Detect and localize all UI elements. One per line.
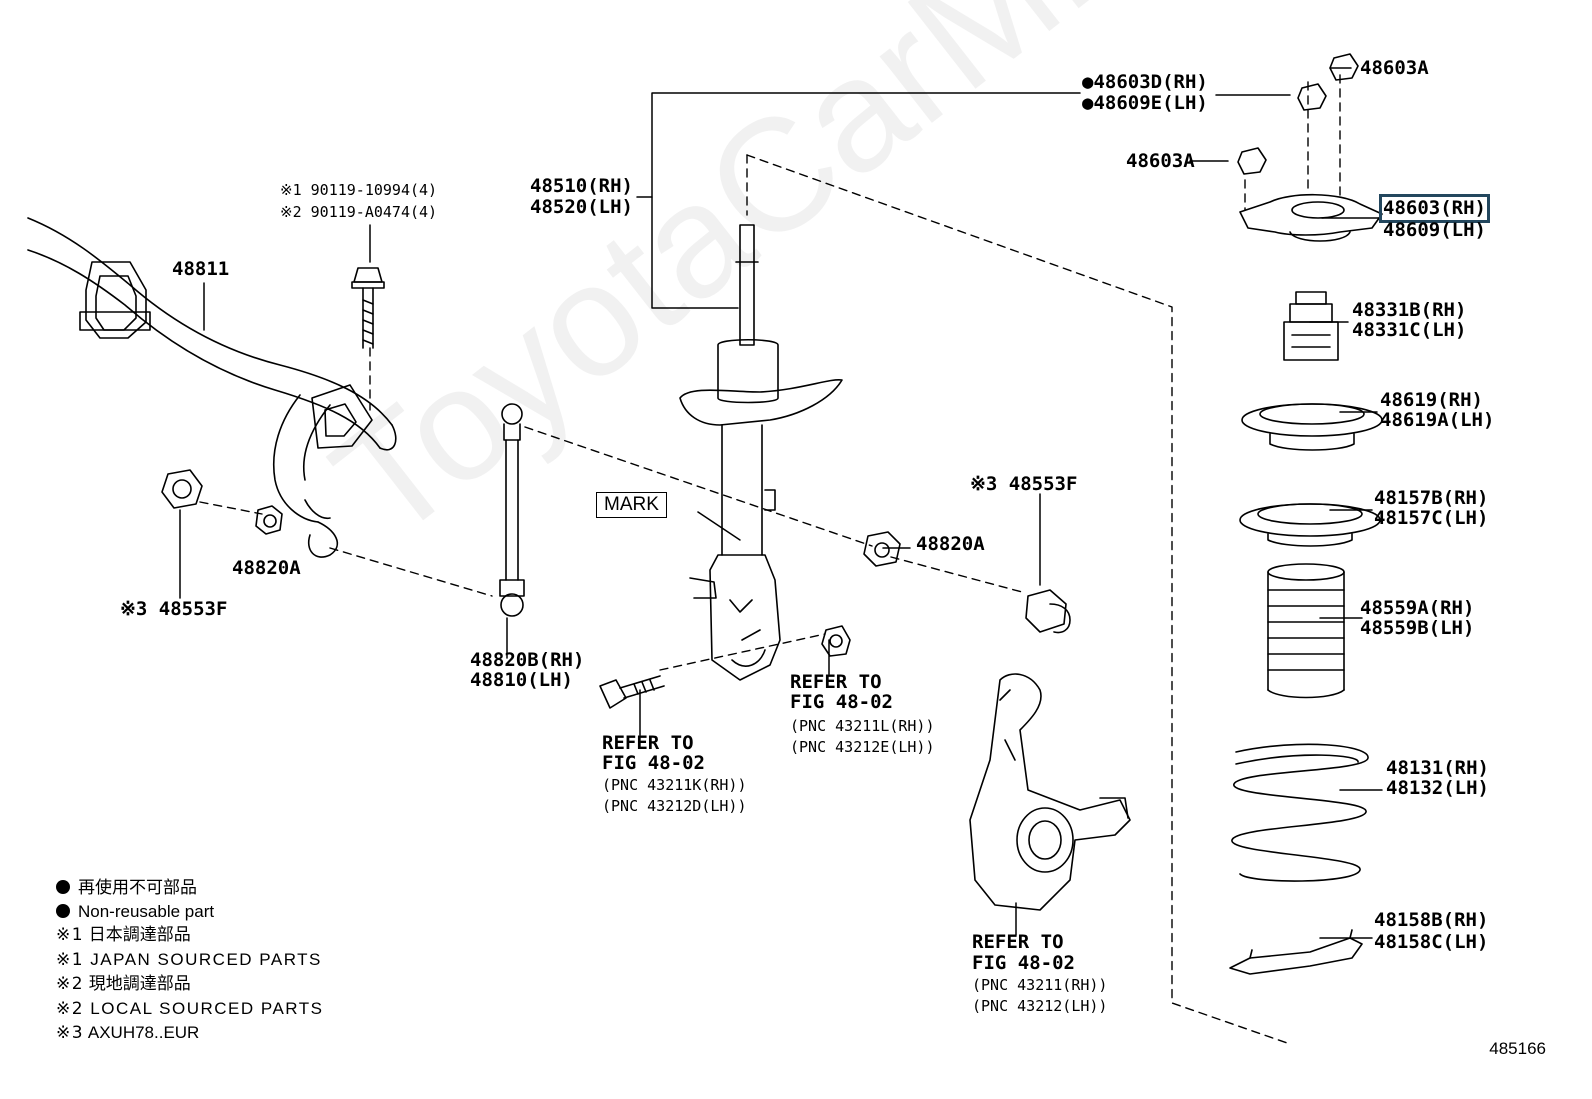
- part-48559B[interactable]: 48559B(LH): [1360, 617, 1475, 639]
- part-48820A-left[interactable]: 48820A: [232, 557, 301, 579]
- part-48619A[interactable]: 48619A(LH): [1380, 409, 1495, 431]
- part-48609E[interactable]: ●48609E(LH): [1082, 92, 1208, 114]
- part-48619[interactable]: 48619(RH): [1380, 389, 1483, 411]
- part-48131[interactable]: 48131(RH): [1386, 757, 1489, 779]
- legend-row-6: ※2 LOCAL SOURCED PARTS: [56, 998, 324, 1019]
- lower-bolt-icon: [599, 625, 851, 709]
- bushing-right-icon: [863, 531, 901, 567]
- part-48603A-left[interactable]: 48603A: [1126, 150, 1195, 172]
- legend-row-3: ※1 日本調達部品: [56, 925, 191, 945]
- knuckle-icon: [969, 673, 1131, 911]
- ref-nut-line-1: REFER TO: [790, 671, 882, 693]
- part-48820A-right[interactable]: 48820A: [916, 533, 985, 555]
- legend-row-7: ※3 AXUH78..EUR: [56, 1023, 200, 1043]
- bullet-icon: [56, 880, 70, 894]
- bound-stopper-icon: [1283, 291, 1339, 361]
- ref-bolt-line-2: FIG 48-02: [602, 752, 705, 774]
- part-48157B[interactable]: 48157B(RH): [1374, 487, 1489, 509]
- ref-bolt-line-3: (PNC 43211K(RH)): [602, 776, 747, 794]
- legend: 再使用不可部品 Non-reusable part ※1 日本調達部品 ※1 J…: [56, 876, 323, 1046]
- part-48820B[interactable]: 48820B(RH): [470, 649, 585, 671]
- part-48158B[interactable]: 48158B(RH): [1374, 909, 1489, 931]
- nut-left-icon: [161, 469, 283, 535]
- part-48811[interactable]: 48811: [172, 258, 230, 280]
- legend-row-1: 再使用不可部品: [56, 876, 323, 900]
- part-48331B[interactable]: 48331B(RH): [1352, 299, 1467, 321]
- coil-spring-icon: [1231, 743, 1369, 882]
- nut-right-icon: [1025, 589, 1071, 634]
- part-48510[interactable]: 48510(RH): [530, 175, 633, 197]
- figure-number: 485166: [1489, 1039, 1546, 1058]
- ref-bolt-line-1: REFER TO: [602, 732, 694, 754]
- part-48132[interactable]: 48132(LH): [1386, 777, 1489, 799]
- spring-upper-seat-icon: [1241, 403, 1383, 451]
- bullet-icon: [56, 903, 70, 918]
- part-48553F-left[interactable]: ※3 48553F: [120, 598, 228, 620]
- part-48158C[interactable]: 48158C(LH): [1374, 931, 1489, 953]
- insulator-icon: [1239, 503, 1381, 547]
- ref-nut-line-2: FIG 48-02: [790, 691, 893, 713]
- ref-nut-line-3: (PNC 43211L(RH)): [790, 717, 935, 735]
- part-48810[interactable]: 48810(LH): [470, 669, 573, 691]
- ref-knuckle-line-2: FIG 48-02: [972, 952, 1075, 974]
- lower-insulator-icon: [1229, 929, 1363, 975]
- ref-knuckle-line-3: (PNC 43211(RH)): [972, 976, 1108, 994]
- upper-support-icon: [1237, 53, 1383, 242]
- part-48520[interactable]: 48520(LH): [530, 196, 633, 218]
- strut-icon: [679, 224, 843, 681]
- part-48331C[interactable]: 48331C(LH): [1352, 319, 1467, 341]
- legend-row-5: ※2 現地調達部品: [56, 974, 191, 994]
- legend-row-4: ※1 JAPAN SOURCED PARTS: [56, 949, 322, 970]
- ref-knuckle-line-4: (PNC 43212(LH)): [972, 997, 1108, 1015]
- leader-lines: [179, 67, 1383, 939]
- part-48553F-right[interactable]: ※3 48553F: [970, 473, 1078, 495]
- part-48603D[interactable]: ●48603D(RH): [1082, 71, 1208, 93]
- stabilizer-link-icon: [499, 403, 525, 617]
- dust-boot-icon: [1267, 563, 1345, 699]
- ref-bolt-line-4: (PNC 43212D(LH)): [602, 797, 747, 815]
- ref-nut-line-4: (PNC 43212E(LH)): [790, 738, 935, 756]
- stabilizer-bar-icon: [27, 217, 397, 558]
- bolt-part-1[interactable]: ※1 90119-10994(4): [280, 181, 438, 199]
- part-48559A[interactable]: 48559A(RH): [1360, 597, 1475, 619]
- bolt-part-2[interactable]: ※2 90119-A0474(4): [280, 203, 438, 221]
- part-48609[interactable]: 48609(LH): [1383, 219, 1486, 241]
- part-48603[interactable]: 48603(RH): [1379, 194, 1490, 223]
- part-48157C[interactable]: 48157C(LH): [1374, 507, 1489, 529]
- mark-label: MARK: [596, 492, 667, 518]
- legend-row-2: Non-reusable part: [56, 900, 323, 924]
- part-48603A-top[interactable]: 48603A: [1360, 57, 1429, 79]
- bolt-icon: [351, 267, 385, 349]
- dashed-lines: [199, 74, 1341, 1045]
- ref-knuckle-line-1: REFER TO: [972, 931, 1064, 953]
